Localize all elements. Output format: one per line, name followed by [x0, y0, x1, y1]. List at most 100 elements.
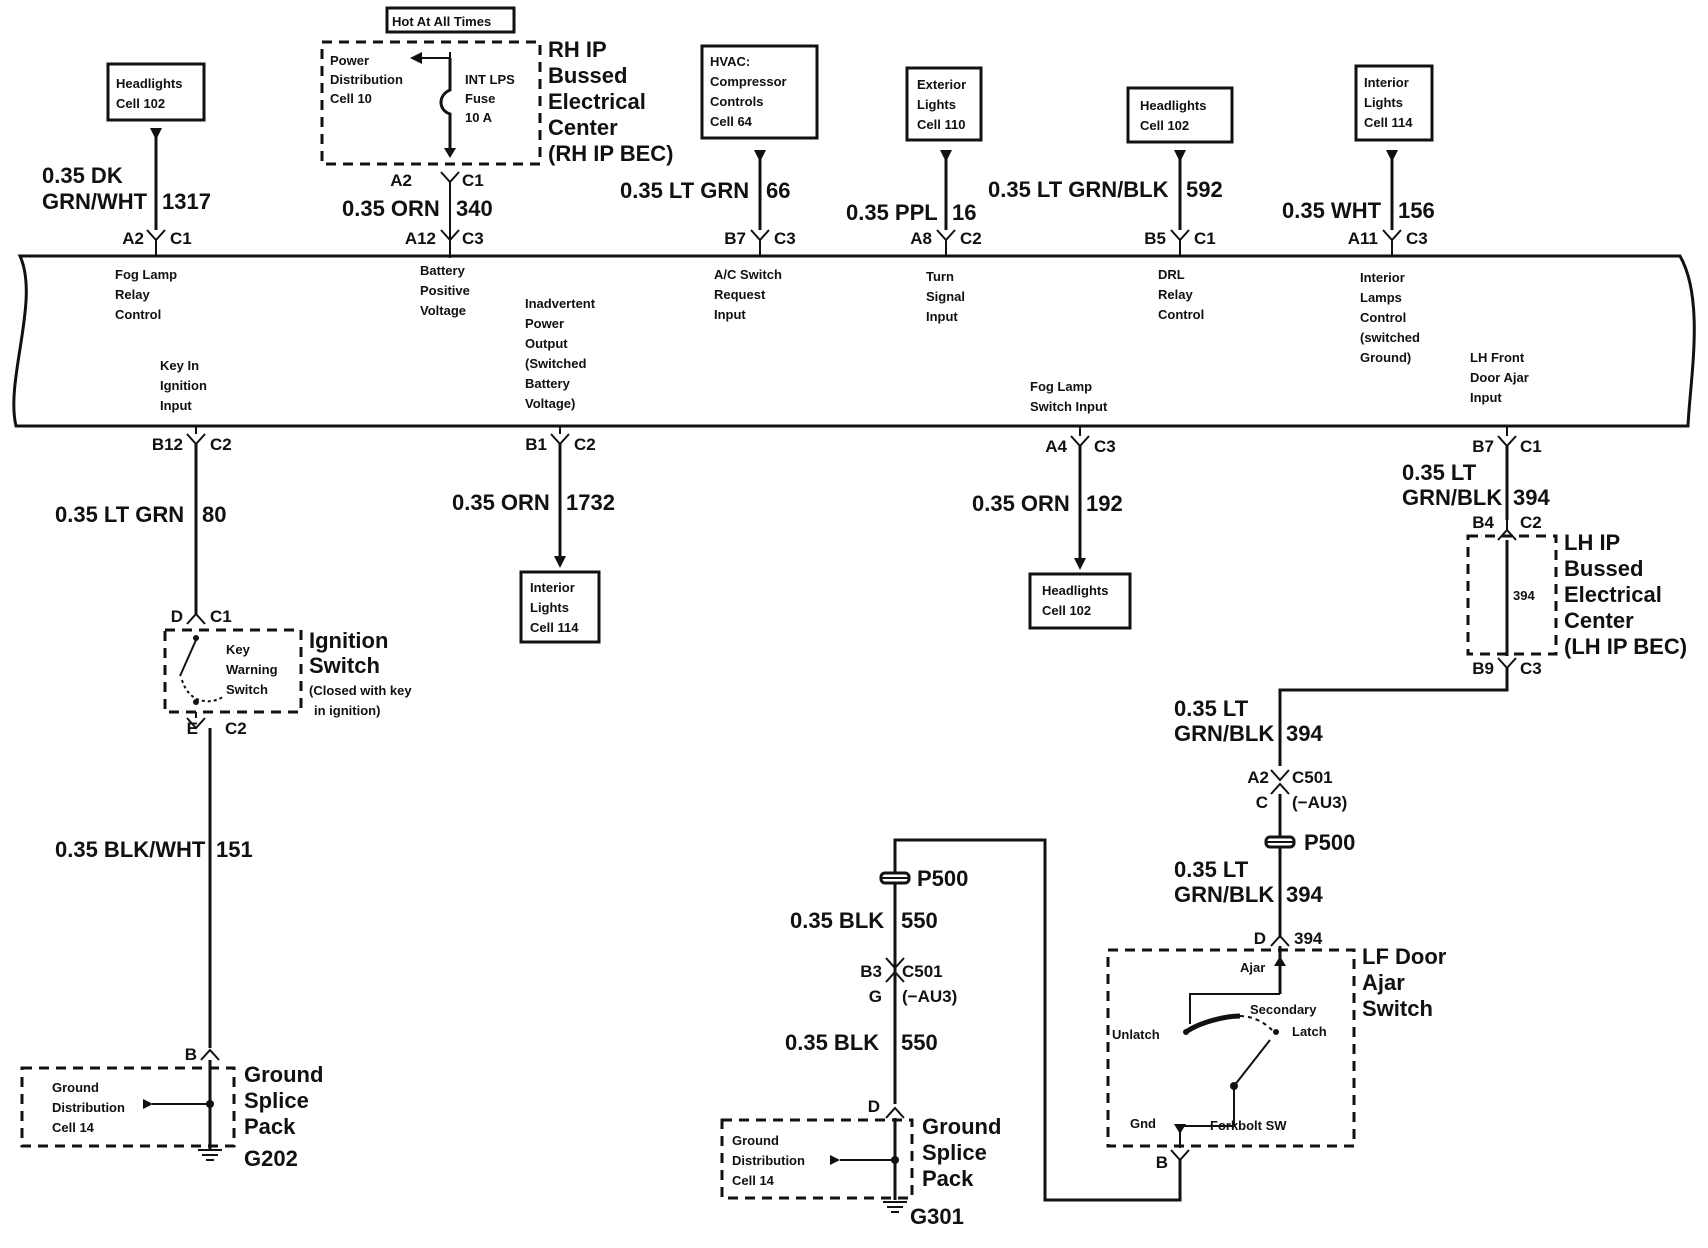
wire-394-label1: 0.35 LT [1402, 460, 1477, 485]
ign-name-line1: Ignition [309, 628, 388, 653]
func-16-line2: Signal [926, 289, 965, 304]
wire-550-label1: 0.35 BLK [790, 908, 884, 933]
ign-inner-line1: Key [226, 642, 251, 657]
hot-at-all-times-box [385, 6, 516, 34]
wire-1317-label1: 0.35 DK [42, 163, 123, 188]
power-dist-line1: Power [330, 53, 369, 68]
connector-394 [1497, 426, 1517, 448]
func-lh-door-line3: Input [1470, 390, 1502, 405]
c501-mid-pin-b3: B3 [860, 962, 882, 981]
p500-mid-label: P500 [917, 866, 968, 891]
wire-592-label: 0.35 LT GRN/BLK [988, 177, 1169, 202]
gsp-left-dist-line1: Ground [52, 1080, 99, 1095]
door-latch-label: Latch [1292, 1024, 1327, 1039]
lh-bec-bot-connector [1497, 657, 1517, 670]
wire-156-circuit: 156 [1398, 198, 1435, 223]
c501-mid-au3: (−AU3) [902, 987, 957, 1006]
pin-192: A4 [1045, 437, 1067, 456]
ign-note-line1: (Closed with key [309, 683, 412, 698]
connector-592 [1170, 229, 1190, 256]
p500-right-label: P500 [1304, 830, 1355, 855]
gsp-left-dist-arrow [143, 1099, 153, 1109]
door-ajar-contact [1189, 993, 1280, 1024]
gsp-mid-dist-line2: Distribution [732, 1153, 805, 1168]
connector-16 [936, 229, 956, 256]
ref-interior-bottom-line2: Lights [530, 600, 569, 615]
fuse-line1: INT LPS [465, 72, 515, 87]
door-wire-circuit: 394 [1286, 882, 1323, 907]
lh-bec-line4: Center [1564, 608, 1634, 633]
conn-66: C3 [774, 229, 796, 248]
func-1317-line1: Fog Lamp [115, 267, 177, 282]
lh-bec-line5: (LH IP BEC) [1564, 634, 1687, 659]
ground-g301-icon [883, 1201, 907, 1213]
func-lh-door-line2: Door Ajar [1470, 370, 1529, 385]
connector-192 [1070, 426, 1090, 448]
wire-151-circuit: 151 [216, 837, 253, 862]
door-pin-d: D [1254, 929, 1266, 948]
ign-switch-contact-bot [193, 699, 199, 705]
door-secondary-label: Secondary [1250, 1002, 1317, 1017]
door-connector-bot [1170, 1149, 1190, 1162]
ref-exterior-line1: Exterior [917, 77, 966, 92]
wire-340-circuit: 340 [456, 196, 493, 221]
arrow-192 [1074, 558, 1086, 570]
func-lh-door-line1: LH Front [1470, 350, 1525, 365]
lh-bec-pin-b4: B4 [1472, 513, 1494, 532]
wire-66-label: 0.35 LT GRN [620, 178, 749, 203]
wire-192-circuit: 192 [1086, 491, 1123, 516]
door-forkbolt-blade [1233, 1039, 1271, 1087]
ign-note-line2: in ignition) [314, 703, 380, 718]
ground-g202-label: G202 [244, 1146, 298, 1171]
func-340-line2: Positive [420, 283, 470, 298]
func-156-line4: (switched [1360, 330, 1420, 345]
c501-connector-right [1270, 769, 1290, 782]
conn-156: C3 [1406, 229, 1428, 248]
door-gnd-wire [1179, 1086, 1235, 1148]
fuse-line2: Fuse [465, 91, 495, 106]
rh-bec-conn: C1 [462, 171, 484, 190]
fuse-arrow-head [444, 148, 456, 158]
lh-bec-conn-c2: C2 [1520, 513, 1542, 532]
pin-394: B7 [1472, 437, 1494, 456]
wire-151-label: 0.35 BLK/WHT [55, 837, 206, 862]
func-156-line1: Interior [1360, 270, 1405, 285]
wire-80-label: 0.35 LT GRN [55, 502, 184, 527]
gsp-left-dashed-box [20, 1066, 236, 1148]
gsp-mid-dist-arrow [830, 1155, 840, 1165]
pin-340: A12 [405, 229, 436, 248]
door-wire-line2: GRN/BLK [1174, 882, 1274, 907]
connector-1732 [550, 426, 570, 446]
lh-bec-line2: Bussed [1564, 556, 1643, 581]
ref-headlights-top1 [106, 62, 206, 122]
func-592-line2: Relay [1158, 287, 1193, 302]
wire-394-route [1278, 668, 1509, 766]
connector-66 [750, 229, 770, 256]
ign-switch-link [181, 679, 225, 703]
ref-interior-bottom-line3: Cell 114 [530, 620, 579, 635]
door-name-line1: LF Door [1362, 944, 1447, 969]
ref-interior-bottom-line1: Interior [530, 580, 575, 595]
wire-550-circuit1: 550 [901, 908, 938, 933]
door-name-line3: Switch [1362, 996, 1433, 1021]
gsp-left-dist-line3: Cell 14 [52, 1120, 95, 1135]
gsp-mid-dashed-box [720, 1118, 914, 1200]
gsp-mid-name-line2: Splice [922, 1140, 987, 1165]
door-unlatch-arc [1184, 1013, 1241, 1035]
func-key-in-line1: Key In [160, 358, 199, 373]
pin-592: B5 [1144, 229, 1166, 248]
gsp-left-splice [206, 1100, 214, 1108]
wire-394-label2: GRN/BLK [1402, 485, 1502, 510]
gsp-mid-name-line3: Pack [922, 1166, 974, 1191]
conn-192: C3 [1094, 437, 1116, 456]
after-bec-wire-line2: GRN/BLK [1174, 721, 1274, 746]
wire-192-label: 0.35 ORN [972, 491, 1070, 516]
c501-connector-mid-mate [885, 970, 905, 983]
wire-1317-label2: GRN/WHT [42, 189, 148, 214]
wire-1317-circuit: 1317 [162, 189, 211, 214]
pin-80: B12 [152, 435, 183, 454]
ref-hvac-line3: Controls [710, 94, 763, 109]
ref-hvac-line2: Compressor [710, 74, 787, 89]
door-latch-contact [1273, 1029, 1279, 1035]
